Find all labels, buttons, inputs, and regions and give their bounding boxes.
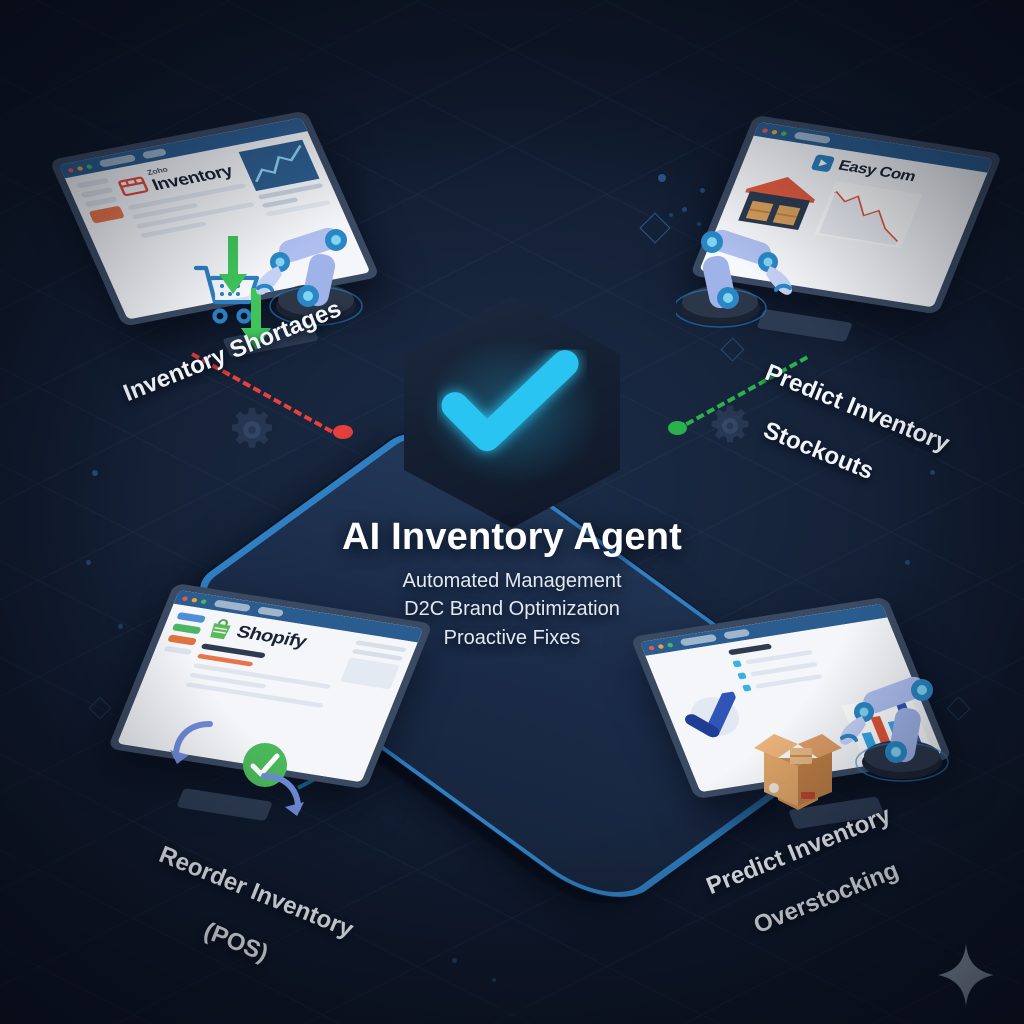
close-icon[interactable] bbox=[181, 595, 189, 601]
line-chart-icon bbox=[238, 139, 320, 192]
sidebar-row[interactable] bbox=[167, 634, 197, 646]
diamond-outline-icon bbox=[720, 337, 745, 362]
gear-icon bbox=[706, 402, 754, 455]
minimize-icon[interactable] bbox=[191, 597, 198, 603]
label-reorder-inventory-pos: Reorder Inventory (POS) bbox=[125, 817, 367, 1019]
sidebar-row[interactable] bbox=[171, 623, 202, 635]
sparkle-icon bbox=[938, 944, 994, 1006]
bg-dot bbox=[118, 624, 123, 629]
ai-agent-badge bbox=[396, 288, 628, 536]
declining-chart-icon bbox=[814, 180, 923, 249]
checkbox-icon[interactable] bbox=[742, 684, 752, 692]
robot-arm-icon bbox=[676, 229, 792, 328]
checkbox-icon[interactable] bbox=[737, 672, 747, 680]
connector-endpoint-dot bbox=[668, 421, 687, 435]
diamond-outline-icon bbox=[639, 212, 671, 244]
connector-top-left bbox=[191, 352, 333, 434]
label-line: Reorder Inventory bbox=[155, 840, 358, 944]
label-line: Predict Inventory bbox=[761, 358, 954, 458]
maximize-icon[interactable] bbox=[200, 598, 208, 604]
bg-dot bbox=[905, 560, 910, 565]
label-line: Stockouts bbox=[759, 416, 878, 485]
sidebar-row[interactable] bbox=[88, 205, 125, 224]
refresh-arrow-icon bbox=[170, 721, 213, 764]
checkbox-icon[interactable] bbox=[732, 660, 743, 668]
sidebar-row[interactable] bbox=[84, 196, 118, 208]
bg-dot bbox=[492, 978, 496, 982]
connector-top-right bbox=[675, 355, 809, 432]
sidebar-row[interactable] bbox=[76, 177, 110, 189]
brand-name: Easy Com bbox=[835, 158, 918, 185]
browser-tab[interactable] bbox=[722, 628, 751, 640]
browser-tab[interactable] bbox=[256, 606, 285, 618]
minimize-icon[interactable] bbox=[76, 165, 84, 171]
bg-dot bbox=[700, 188, 705, 193]
sidebar-row[interactable] bbox=[163, 645, 193, 656]
close-icon[interactable] bbox=[761, 127, 769, 133]
minimize-icon[interactable] bbox=[657, 643, 665, 649]
diamond-outline-icon bbox=[88, 696, 112, 720]
bg-dot bbox=[669, 213, 673, 217]
maximize-icon[interactable] bbox=[780, 130, 788, 136]
content-line bbox=[727, 643, 773, 656]
close-icon[interactable] bbox=[647, 645, 655, 651]
close-icon[interactable] bbox=[67, 167, 75, 173]
robot-arm-icon bbox=[840, 676, 949, 782]
sidebar-row[interactable] bbox=[176, 612, 207, 624]
label-predict-stockouts: Predict Inventory Stockouts bbox=[731, 335, 963, 533]
bg-dot bbox=[86, 560, 91, 565]
bg-dot bbox=[658, 174, 666, 182]
checkmark-icon bbox=[441, 350, 579, 452]
brand-name: Shopify bbox=[233, 622, 310, 652]
bg-dot bbox=[92, 470, 98, 476]
bg-dot bbox=[452, 958, 457, 963]
robot-arm-icon bbox=[256, 227, 363, 326]
label-line: Overstocking bbox=[749, 856, 903, 939]
open-box-icon bbox=[754, 734, 842, 810]
content-line bbox=[754, 673, 823, 689]
minimize-icon[interactable] bbox=[771, 129, 779, 135]
maximize-icon[interactable] bbox=[666, 642, 674, 648]
easycom-mark-icon bbox=[811, 154, 835, 172]
browser-tab[interactable] bbox=[141, 148, 168, 160]
doc-thumbnail bbox=[340, 657, 400, 690]
sidebar-row[interactable] bbox=[80, 186, 114, 199]
label-line: (POS) bbox=[200, 916, 273, 967]
shopping-bag-icon bbox=[210, 619, 231, 640]
maximize-icon[interactable] bbox=[85, 163, 93, 169]
zoho-box-icon bbox=[118, 176, 149, 196]
connector-endpoint-dot bbox=[333, 425, 353, 439]
gear-icon bbox=[226, 404, 278, 461]
bg-dot bbox=[930, 470, 935, 475]
refresh-arrow-icon bbox=[261, 773, 304, 816]
check-icon bbox=[685, 691, 739, 738]
